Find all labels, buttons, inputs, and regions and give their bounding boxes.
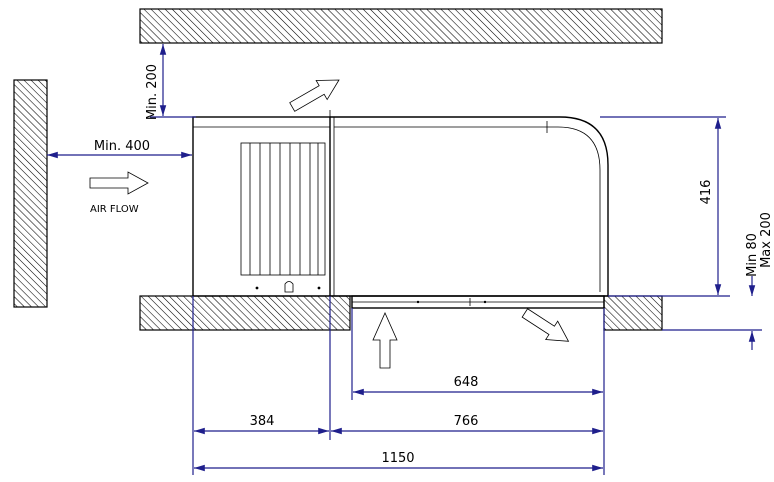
label-outlet-width: 648 — [454, 375, 479, 390]
ceiling-wall — [139, 8, 663, 44]
air-flow-arrow-top — [289, 79, 340, 112]
label-min-top: Min. 200 — [145, 64, 160, 120]
condenser-grille — [240, 142, 326, 276]
dimension-min-left: Min. 400 — [47, 139, 192, 159]
dimension-left-width: 384 — [194, 414, 329, 435]
air-flow-arrow-left — [89, 171, 149, 195]
unit-body — [192, 110, 609, 309]
dimension-outlet-width: 648 — [353, 375, 603, 396]
label-max-bottom: Max 200 — [759, 212, 774, 268]
extension-lines — [192, 296, 605, 475]
dimension-total-width: 1150 — [194, 451, 603, 472]
air-intake-arrow-bottom — [372, 312, 398, 369]
floor-wall-left — [139, 295, 351, 331]
left-wall — [13, 79, 48, 308]
label-min-bottom: Min 80 — [745, 233, 760, 277]
air-outlet-arrow-bottom — [521, 308, 570, 342]
label-right-width: 766 — [454, 414, 479, 429]
label-air-flow: AIR FLOW — [90, 204, 139, 215]
label-total-width: 1150 — [381, 451, 414, 466]
label-min-left: Min. 400 — [94, 139, 150, 154]
floor-wall-right — [603, 295, 663, 331]
dimension-ceiling-thickness: Min 80 Max 200 — [662, 212, 774, 350]
dimension-right-width: 766 — [331, 414, 603, 435]
dimension-min-top: Min. 200 — [145, 43, 196, 120]
label-height: 416 — [699, 180, 714, 205]
label-left-width: 384 — [250, 414, 275, 429]
dimension-height: 416 — [600, 116, 730, 297]
